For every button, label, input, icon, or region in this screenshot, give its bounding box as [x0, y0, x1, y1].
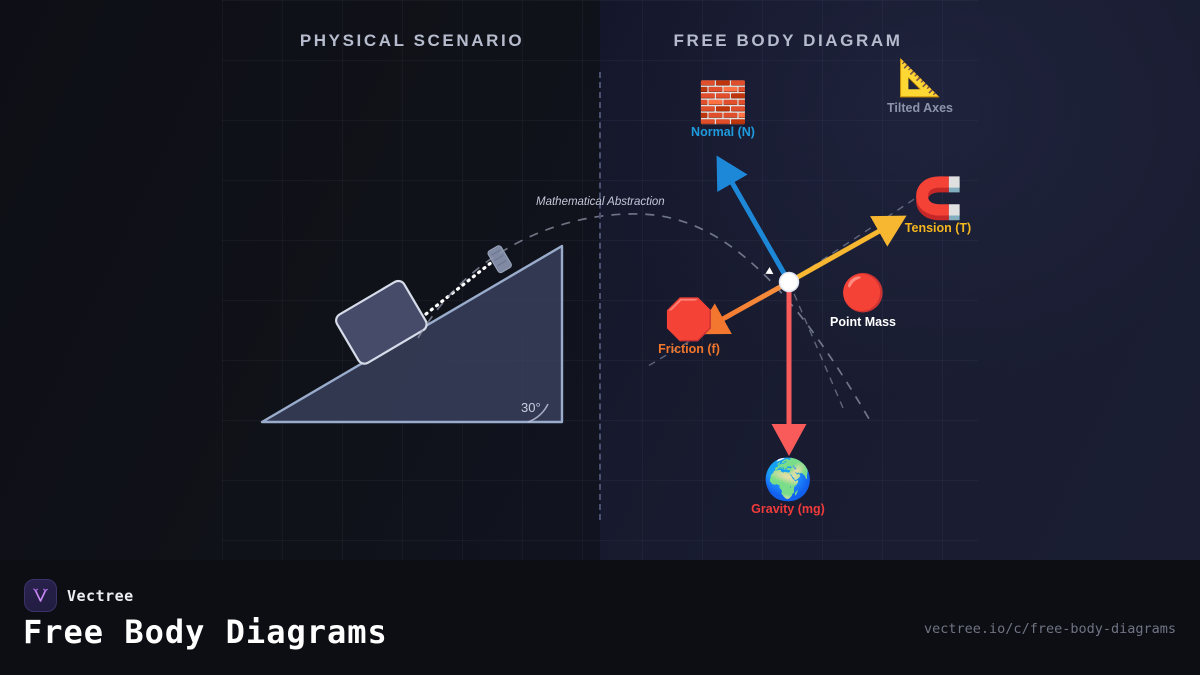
- block-on-incline: [335, 279, 428, 365]
- footer: Vectree Free Body Diagrams vectree.io/c/…: [0, 560, 1200, 675]
- vector-friction: [695, 279, 792, 335]
- panel-title-physical: PHYSICAL SCENARIO: [299, 31, 525, 50]
- force-item-gravity: 🌍 Gravity (mg): [728, 459, 848, 516]
- vector-tension: [786, 215, 907, 285]
- vector-normal: [716, 155, 792, 285]
- triangular-ruler-emoji: 📐: [897, 58, 943, 99]
- page-title: Free Body Diagrams: [23, 613, 388, 651]
- annotation-point-mass: 🔴 Point Mass: [803, 273, 923, 330]
- red-circle-emoji: 🔴: [840, 273, 886, 314]
- earth-globe-emoji: 🌍: [763, 457, 813, 503]
- force-item-tension: 🧲 Tension (T): [878, 178, 998, 235]
- incline-angle-arc: [527, 403, 549, 423]
- force-label-normal: Normal (N): [691, 125, 755, 139]
- left-panel-background: [0, 0, 600, 560]
- vectree-logo-icon: [24, 579, 57, 612]
- stop-sign-emoji: 🛑: [664, 297, 714, 343]
- brand-name: Vectree: [67, 586, 134, 605]
- panel-title-fbd: FREE BODY DIAGRAM: [673, 31, 903, 50]
- force-label-gravity: Gravity (mg): [751, 502, 825, 516]
- annotation-tilted-axes: 📐 Tilted Axes: [860, 58, 980, 115]
- abstraction-label: Mathematical Abstraction: [536, 196, 665, 208]
- brand-row: Vectree: [24, 579, 134, 612]
- brick-emoji: 🧱: [698, 80, 748, 126]
- force-label-friction: Friction (f): [658, 342, 720, 356]
- force-label-tension: Tension (T): [904, 221, 972, 235]
- vectree-logo-glyph: [33, 588, 48, 602]
- force-item-friction: 🛑 Friction (f): [629, 299, 749, 356]
- force-item-normal: 🧱 Normal (N): [663, 82, 783, 139]
- panel-divider: [599, 72, 601, 520]
- point-mass-node: [778, 271, 800, 293]
- rope-weight: [487, 245, 512, 274]
- right-panel-background: [600, 0, 1200, 560]
- annotation-label-point-mass: Point Mass: [830, 315, 896, 329]
- magnet-emoji: 🧲: [913, 176, 963, 222]
- annotation-label-tilted-axes: Tilted Axes: [887, 101, 953, 115]
- rope: [424, 260, 494, 316]
- incline-angle-label: 30°: [521, 400, 541, 415]
- site-url: vectree.io/c/free-body-diagrams: [924, 621, 1176, 637]
